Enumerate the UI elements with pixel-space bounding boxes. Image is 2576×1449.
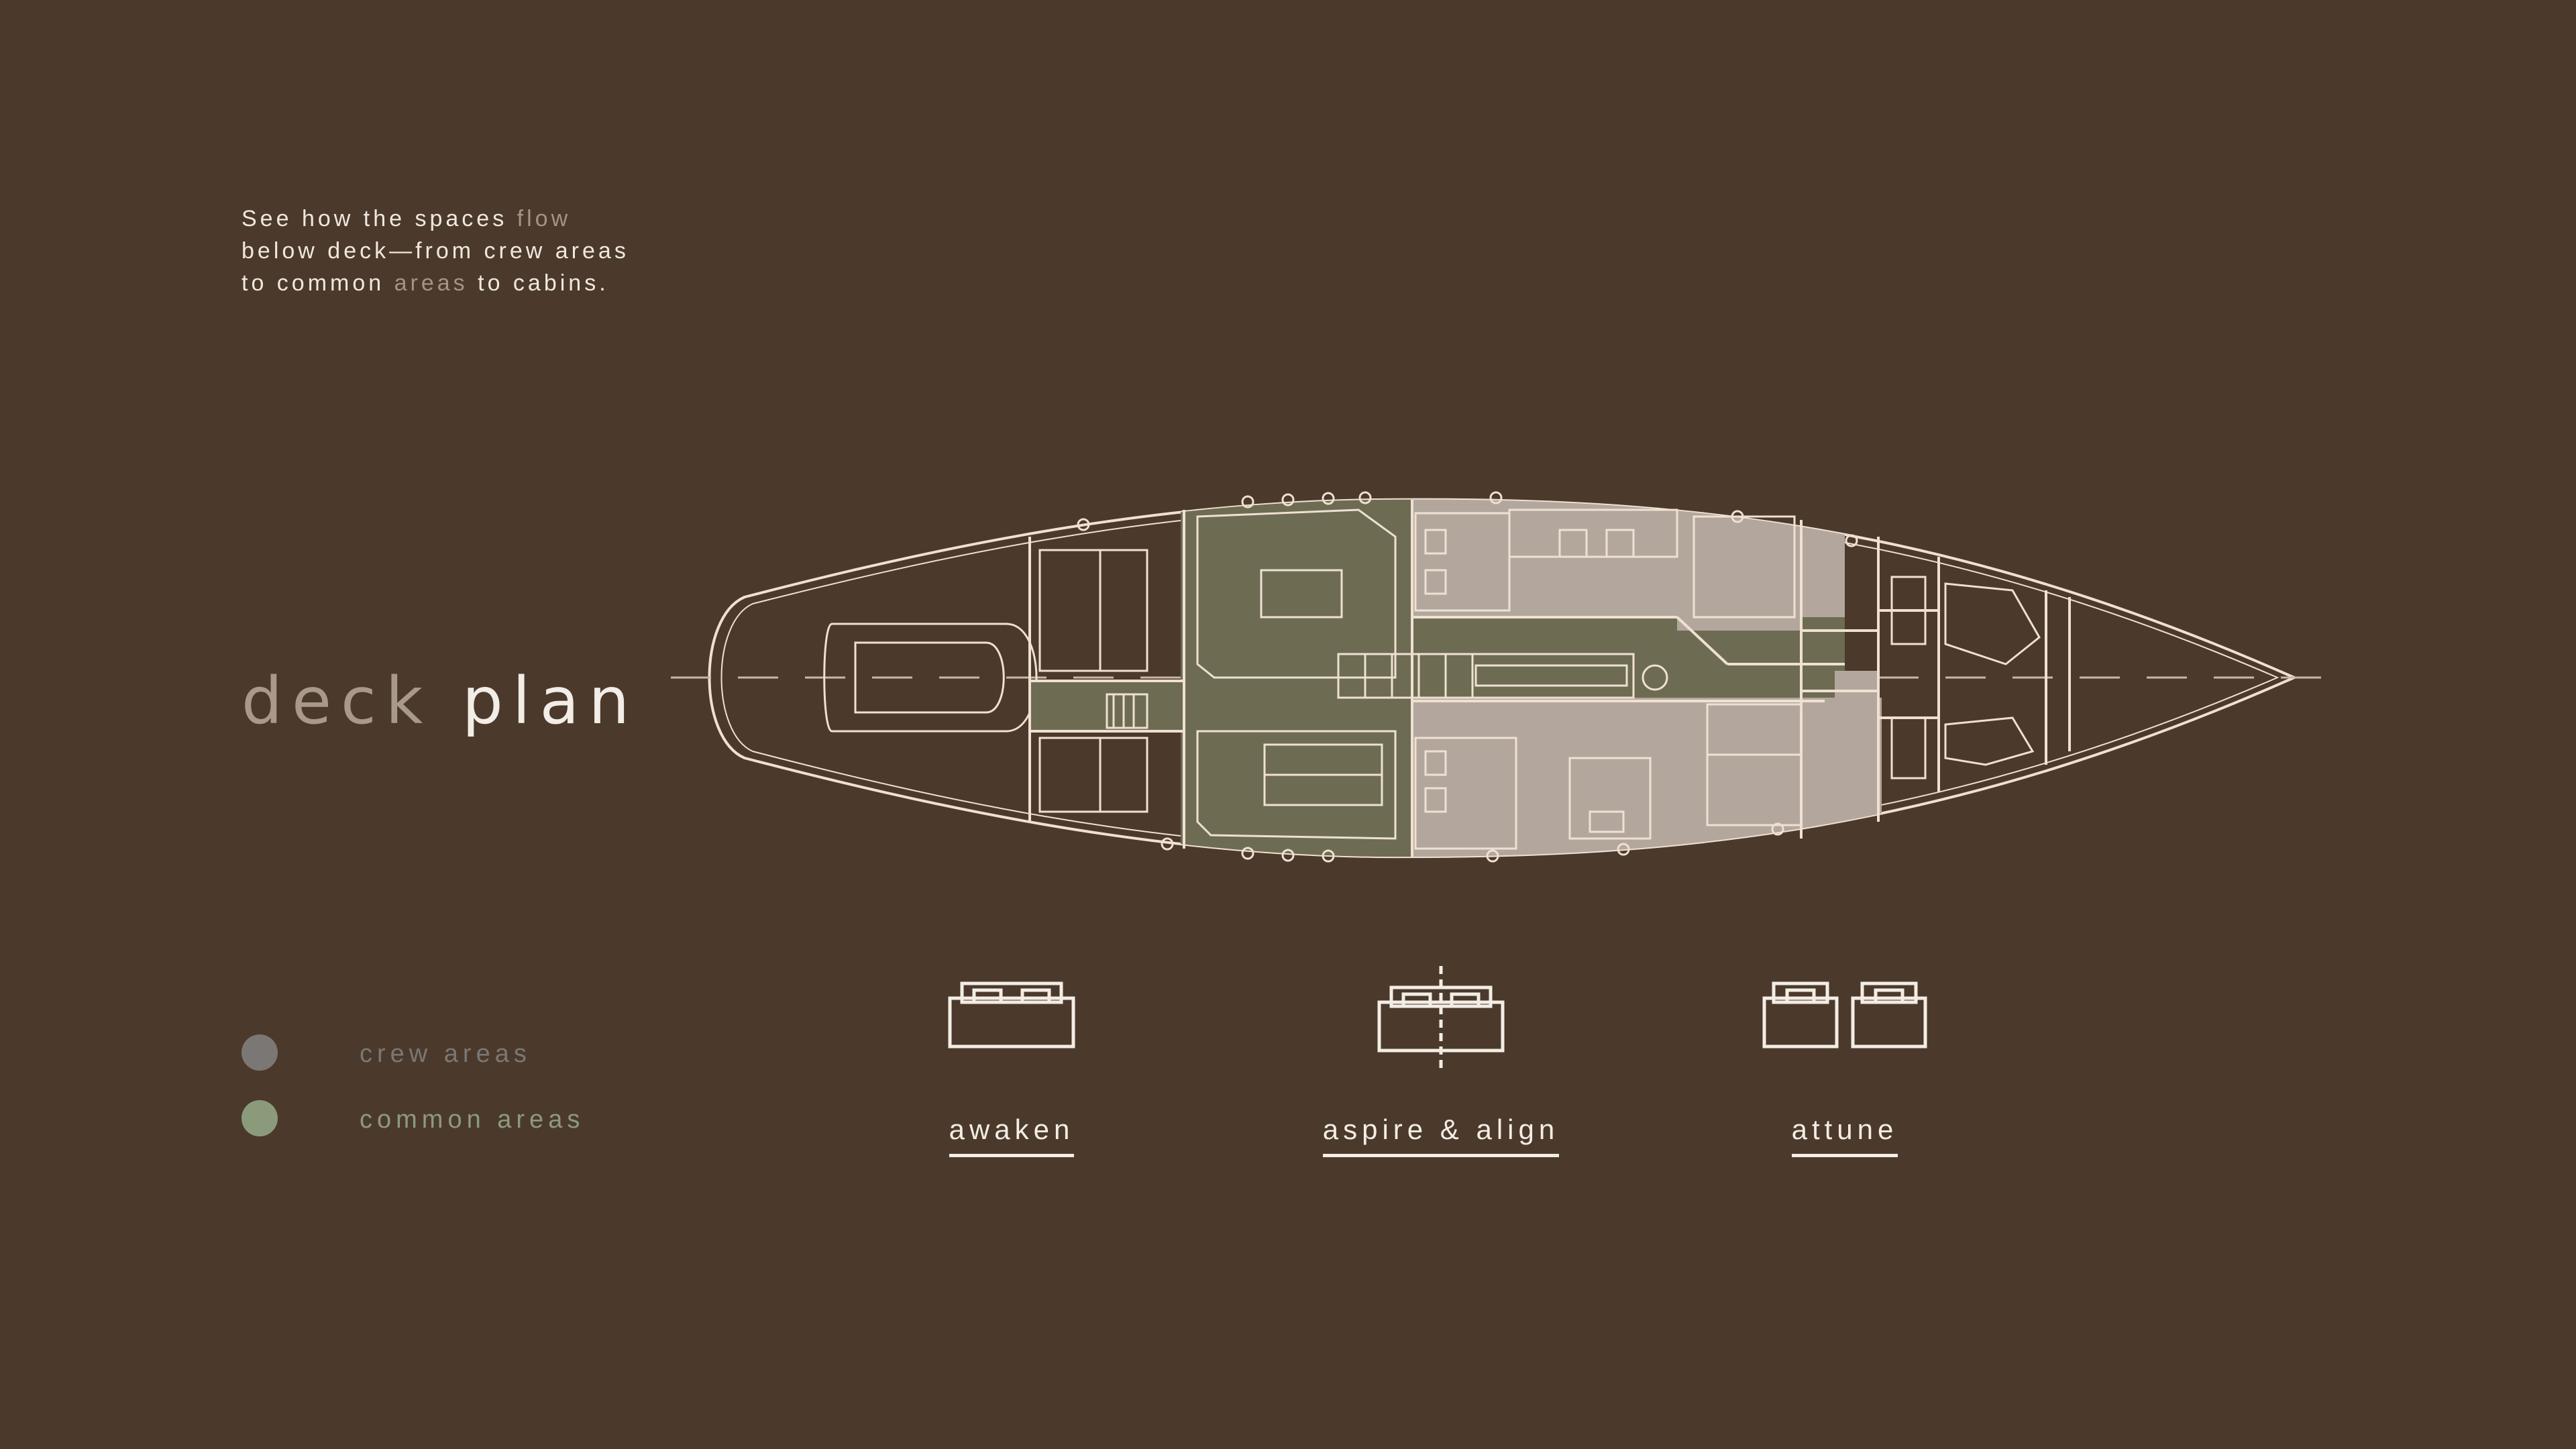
title-word-1: deck (241, 663, 433, 739)
legend-label: common areas (360, 1106, 585, 1134)
cabin-option-awaken[interactable]: awaken (945, 1073, 1079, 1157)
cabin-aft-starboard (1412, 698, 1882, 857)
single-bed-icon (948, 981, 1075, 1049)
split-bed-icon (1377, 966, 1505, 1071)
page-title: deck plan (241, 663, 639, 739)
cabin-option-attune[interactable]: attune (1744, 1073, 1945, 1157)
hatches (1077, 491, 1858, 863)
legend-crew-areas: crew areas (241, 1033, 711, 1073)
intro-seg-5: to cabins. (468, 270, 609, 296)
cabin-link-awaken[interactable]: awaken (949, 1114, 1075, 1157)
common-areas-swatch (241, 1100, 278, 1136)
cabin-forward-starboard (1835, 671, 1878, 818)
intro-seg-2: flow (517, 206, 572, 231)
intro-seg-4: areas (394, 270, 468, 296)
crew-areas-swatch (241, 1034, 278, 1071)
cabin-link-attune[interactable]: attune (1791, 1114, 1898, 1157)
legend-label: crew areas (360, 1040, 531, 1068)
cabin-link-aspire-align[interactable]: aspire & align (1322, 1114, 1560, 1157)
legend-common-areas: common areas (241, 1099, 711, 1139)
bulkheads (1028, 500, 2071, 857)
intro-seg-1: See how the spaces (241, 206, 517, 231)
cabin-option-aspire-align[interactable]: aspire & align (1307, 1073, 1575, 1157)
cockpit-outline (823, 623, 1038, 733)
twin-beds-icon (1762, 981, 1927, 1049)
intro-seg-3: below deck—from crew areas to common (241, 238, 629, 296)
intro-text: See how the spaces flow below deck—from … (241, 203, 644, 299)
interior-details (1038, 508, 2041, 850)
title-word-2: plan (462, 663, 639, 739)
